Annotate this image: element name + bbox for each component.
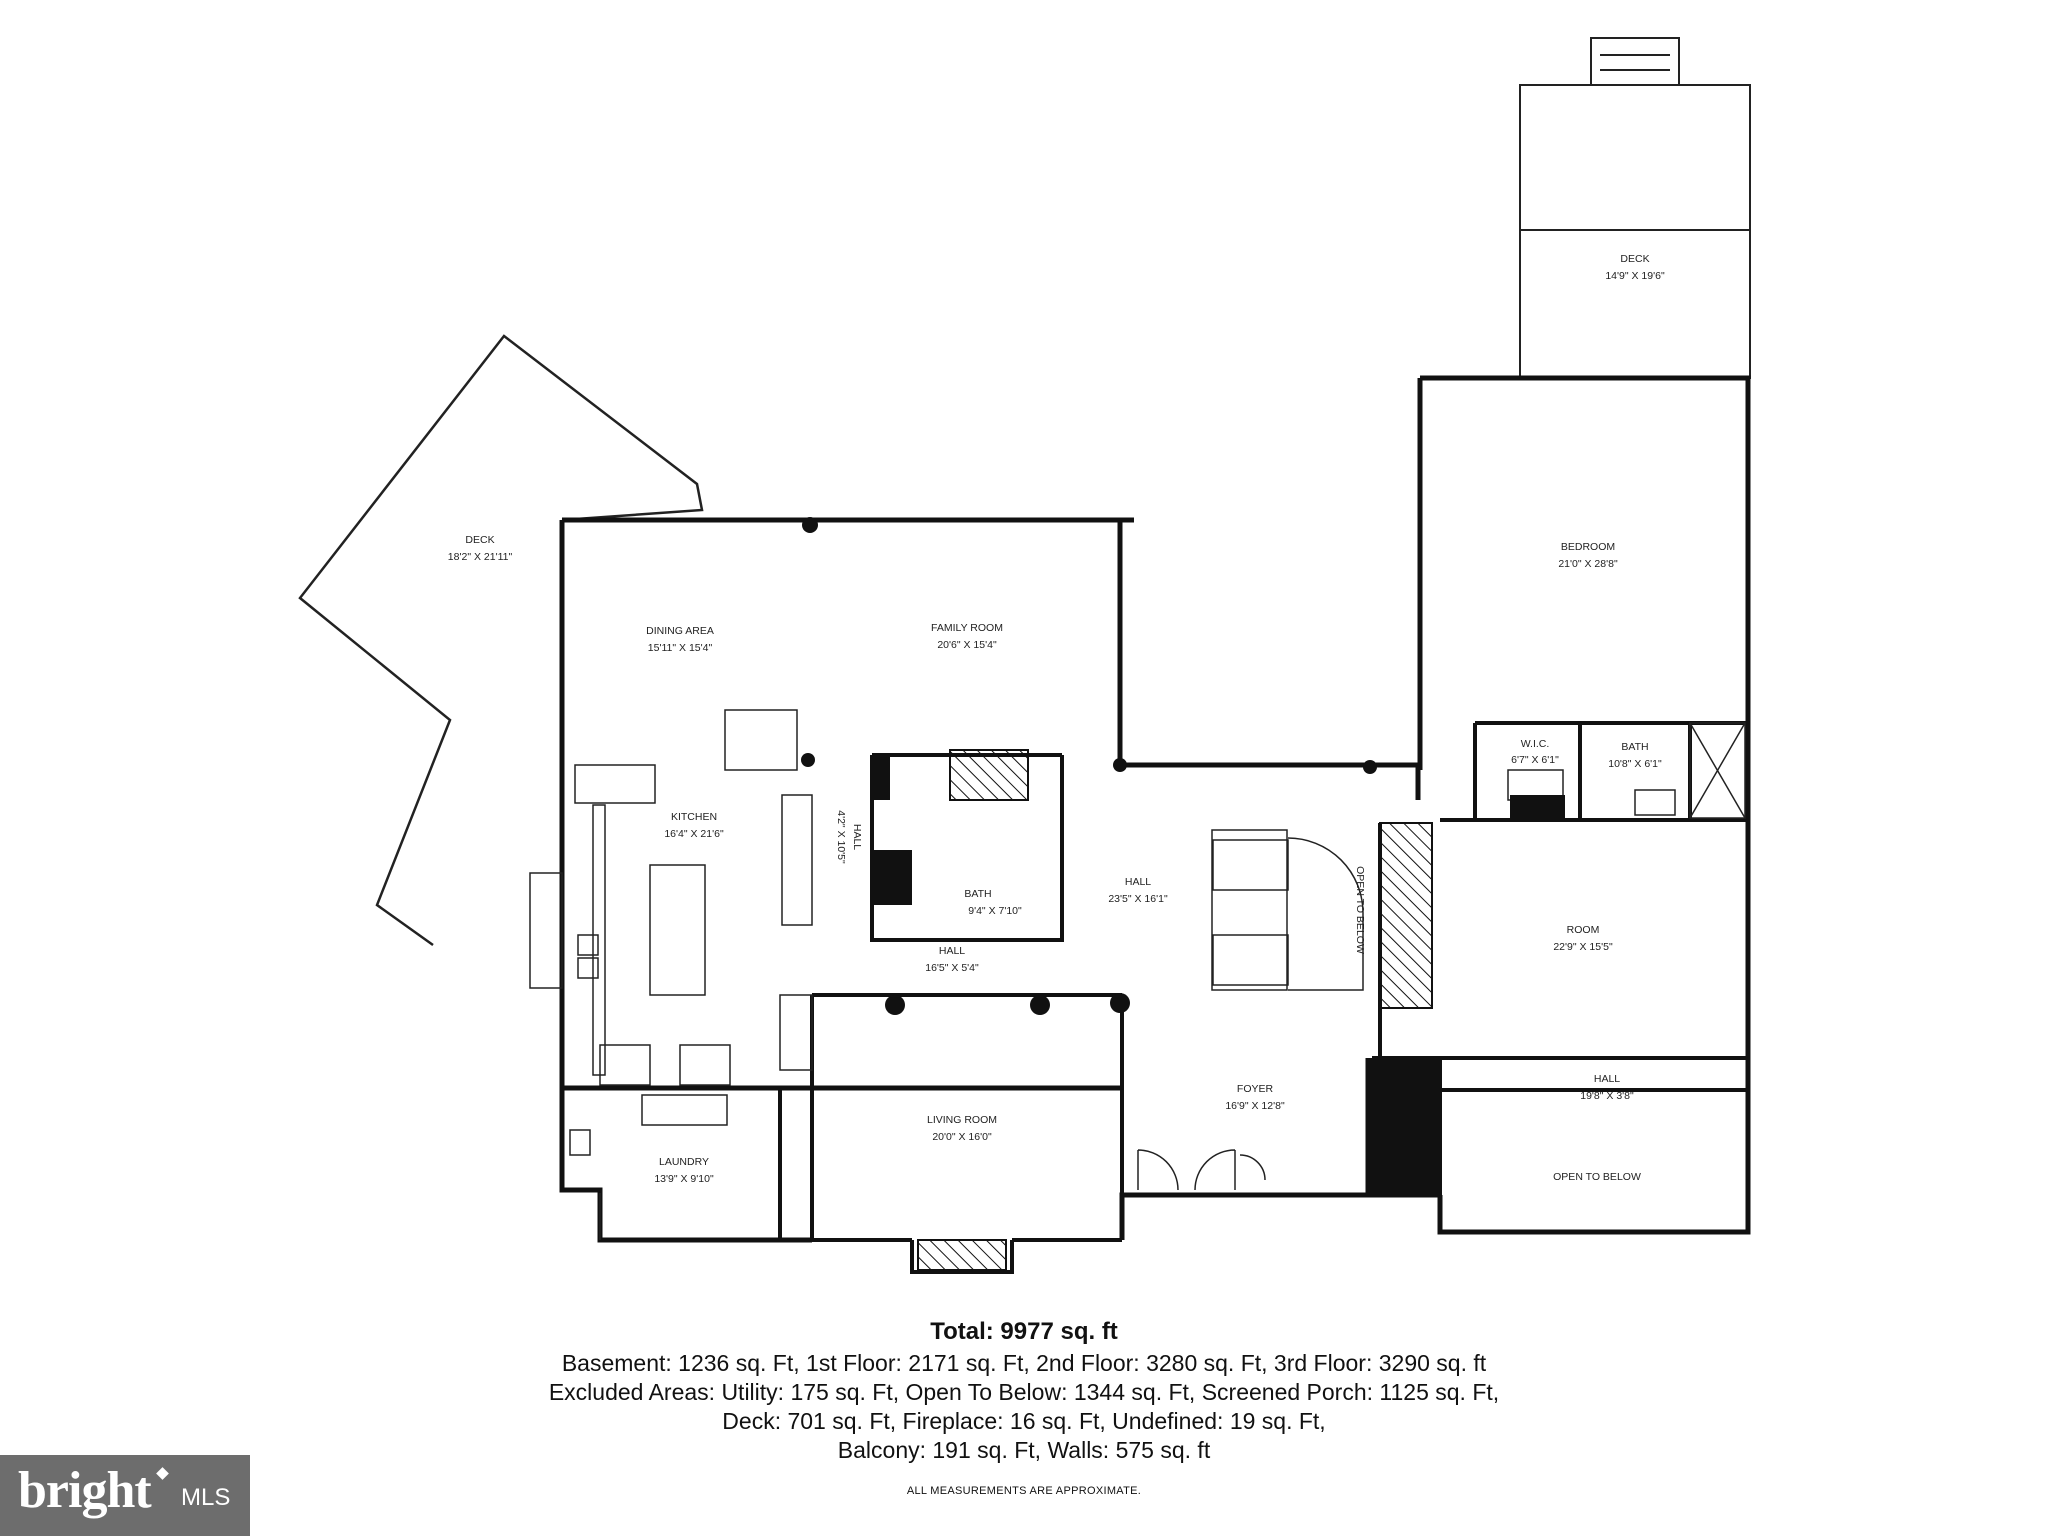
total-area: Total: 9977 sq. ft bbox=[930, 1318, 1118, 1345]
label-open-to-below-vertical: OPEN TO BELOW bbox=[1354, 866, 1366, 954]
label-laundry: LAUNDRY bbox=[659, 1156, 709, 1168]
label-family-room: FAMILY ROOM bbox=[931, 622, 1003, 634]
interior-walls bbox=[562, 721, 1750, 1274]
dims-hall-right: 19'8" X 3'8" bbox=[1580, 1090, 1634, 1102]
label-hall-main: HALL bbox=[1125, 876, 1151, 888]
label-foyer: FOYER bbox=[1237, 1083, 1274, 1095]
dims-hall-vertical: 4'2" X 10'5" bbox=[835, 810, 847, 864]
label-room: ROOM bbox=[1567, 924, 1600, 936]
excluded-areas-1: Excluded Areas: Utility: 175 sq. Ft, Ope… bbox=[548, 1379, 1500, 1405]
dims-bedroom: 21'0" X 28'8" bbox=[1558, 558, 1618, 570]
label-deck-top: DECK bbox=[1620, 253, 1649, 265]
label-bath-small: BATH bbox=[964, 888, 991, 900]
solid-blocks bbox=[801, 517, 1565, 1195]
label-bath-master: BATH bbox=[1621, 741, 1648, 753]
logo-suffix: MLS bbox=[181, 1484, 231, 1511]
dims-bath-small: 9'4" X 7'10" bbox=[968, 905, 1022, 917]
dims-deck-left: 18'2" X 21'11" bbox=[448, 551, 513, 563]
label-living-room: LIVING ROOM bbox=[927, 1114, 997, 1126]
top-deck bbox=[1519, 37, 1751, 379]
label-hall-vertical: HALL bbox=[851, 824, 863, 850]
dims-hall-small: 16'5" X 5'4" bbox=[925, 962, 979, 974]
dims-deck-top: 14'9" X 19'6" bbox=[1605, 270, 1665, 282]
dims-foyer: 16'9" X 12'8" bbox=[1225, 1100, 1285, 1112]
fixtures bbox=[529, 709, 1746, 1240]
dims-room: 22'9" X 15'5" bbox=[1553, 941, 1613, 953]
room-labels: DECK 18'2" X 21'11" DINING AREA 15'11" X… bbox=[448, 253, 1665, 1185]
dims-kitchen: 16'4" X 21'6" bbox=[664, 828, 724, 840]
label-dining-area: DINING AREA bbox=[646, 625, 714, 637]
bright-mls-logo: bright MLS bbox=[0, 1455, 250, 1536]
label-open-to-below: OPEN TO BELOW bbox=[1553, 1171, 1641, 1183]
hatched-areas bbox=[917, 749, 1433, 1271]
left-deck-outline bbox=[298, 334, 704, 947]
dims-hall-main: 23'5" X 16'1" bbox=[1108, 893, 1168, 905]
floor-breakdown: Basement: 1236 sq. Ft, 1st Floor: 2171 s… bbox=[561, 1350, 1487, 1376]
label-hall-right: HALL bbox=[1594, 1073, 1620, 1085]
excluded-areas-2: Deck: 701 sq. Ft, Fireplace: 16 sq. Ft, … bbox=[722, 1408, 1326, 1434]
dims-wic: 6'7" X 6'1" bbox=[1511, 754, 1559, 766]
dims-bath-master: 10'8" X 6'1" bbox=[1608, 758, 1662, 770]
label-deck-left: DECK bbox=[465, 534, 494, 546]
dims-living-room: 20'0" X 16'0" bbox=[932, 1131, 992, 1143]
dims-dining-area: 15'11" X 15'4" bbox=[648, 642, 713, 654]
dims-family-room: 20'6" X 15'4" bbox=[937, 639, 997, 651]
label-kitchen: KITCHEN bbox=[671, 811, 717, 823]
dims-laundry: 13'9" X 9'10" bbox=[654, 1173, 714, 1185]
label-bedroom: BEDROOM bbox=[1561, 541, 1615, 553]
exterior-walls bbox=[559, 375, 1751, 1243]
label-wic: W.I.C. bbox=[1521, 738, 1550, 750]
label-hall-small: HALL bbox=[939, 945, 965, 957]
excluded-areas-3: Balcony: 191 sq. Ft, Walls: 575 sq. ft bbox=[837, 1437, 1211, 1463]
measurement-note: ALL MEASUREMENTS ARE APPROXIMATE. bbox=[906, 1485, 1142, 1497]
logo-diamond-icon bbox=[156, 1467, 169, 1480]
logo-brand: bright bbox=[18, 1462, 152, 1519]
